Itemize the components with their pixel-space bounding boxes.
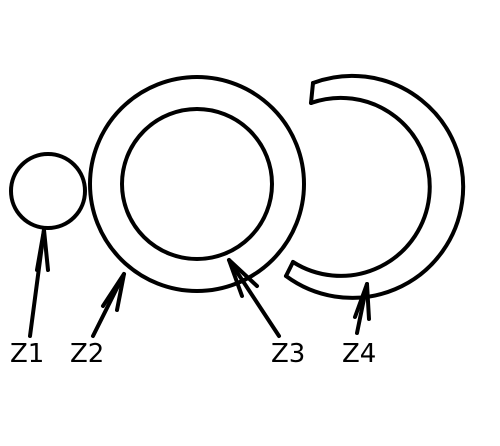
arrow-z2-head xyxy=(101,272,126,312)
arrow-z1 xyxy=(28,228,50,338)
label-z1: Z1 xyxy=(10,339,44,369)
arrow-z2 xyxy=(91,272,126,338)
arrow-z3-head xyxy=(227,258,259,298)
arrow-z1-head xyxy=(35,228,50,272)
gear-z4-opening-cap-top xyxy=(309,81,315,105)
gear-z2-outer-circle xyxy=(88,75,306,293)
arrow-z4 xyxy=(353,282,371,335)
gear-z4-outer-ring-arc xyxy=(284,73,466,300)
label-z3: Z3 xyxy=(271,339,305,369)
arrow-z4-head xyxy=(353,282,371,321)
label-z4: Z4 xyxy=(342,339,376,369)
gear-z3-inner-circle xyxy=(120,107,274,261)
arrow-z3 xyxy=(227,258,281,338)
arrow-z3-shaft xyxy=(227,258,281,338)
gear-z1-circle xyxy=(9,152,87,230)
gear-z4-opening-cap-bottom xyxy=(284,260,295,278)
gear-z4-inner-ring-arc xyxy=(291,95,432,278)
label-z2: Z2 xyxy=(70,339,104,369)
